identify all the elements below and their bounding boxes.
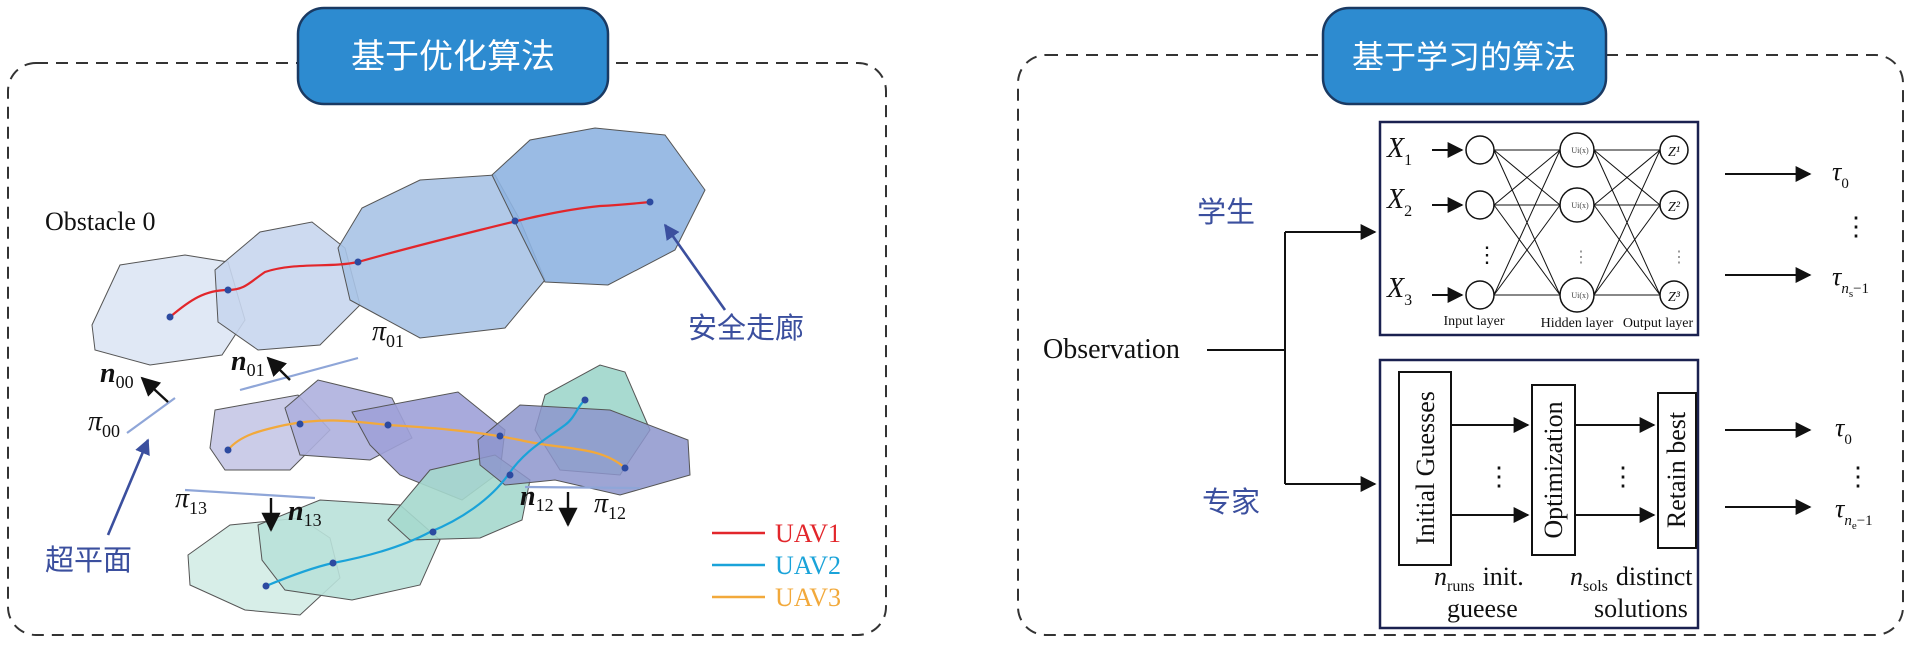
uav3-path — [227, 419, 626, 469]
left-panel-title: 基于优化算法 — [351, 37, 555, 77]
hidden-layer-label: Hidden layer — [1541, 316, 1614, 331]
input-x1-label: X1 — [1386, 133, 1412, 169]
hyperplane-label: 超平面 — [45, 543, 132, 577]
student-network-box — [1378, 120, 1700, 337]
input-node — [1465, 190, 1495, 220]
input-arrows — [1432, 142, 1464, 303]
solutions-label: solutions — [1594, 594, 1688, 623]
observation-branch — [1207, 224, 1377, 492]
student-tau0-label: τ0 — [1832, 157, 1849, 192]
plane-p13-label: π13 — [175, 483, 207, 518]
student-tau-ellipsis: ⋮ — [1843, 212, 1869, 241]
hyperplanes — [126, 356, 641, 500]
input-layer-ellipsis: ⋮ — [1476, 242, 1498, 267]
right-panel-title: 基于学习的算法 — [1352, 38, 1576, 76]
corridor-uav3 — [209, 379, 506, 501]
output-node — [1659, 190, 1689, 220]
initial-guesses-label: Initial Guesses — [1411, 391, 1440, 545]
obstacle-polygon — [214, 221, 361, 351]
legend-uav1-label: UAV1 — [775, 519, 841, 548]
normal-n12-label: n12 — [520, 481, 554, 515]
input-x3-label: X3 — [1386, 273, 1412, 309]
expert-taun-label: τne−1 — [1835, 494, 1873, 532]
normal-arrows — [140, 356, 578, 532]
expert-output-arrows — [1725, 422, 1812, 515]
optimization-label: Optimization — [1539, 401, 1568, 538]
hidden-layer-ellipsis: ⋮ — [1573, 249, 1589, 266]
corridor-label: 安全走廊 — [688, 311, 804, 345]
gueese-label: gueese — [1447, 594, 1518, 623]
hidden-node-label: Ui(x) — [1571, 146, 1589, 155]
normal-n00-label: n00 — [100, 358, 134, 392]
hidden-node — [1559, 132, 1595, 168]
expert-ellipsis-1: ⋮ — [1486, 462, 1512, 491]
observation-label: Observation — [1043, 334, 1180, 365]
plane-p00-label: π00 — [88, 406, 120, 441]
hidden-layer: Ui(x) Ui(x) Ui(x) — [1559, 132, 1595, 313]
normal-n01-label: n01 — [231, 346, 265, 380]
obstacle-label: Obstacle 0 — [45, 207, 155, 236]
output-layer-label: Output layer — [1623, 316, 1694, 331]
retain-best-label: Retain best — [1662, 411, 1691, 528]
output-node — [1659, 135, 1689, 165]
input-layer-label: Input layer — [1443, 314, 1504, 329]
normal-n13-label: n13 — [288, 496, 322, 530]
legend: UAV1 UAV2 UAV3 — [712, 519, 841, 612]
output-node-label: Z¹ — [1668, 145, 1680, 160]
corridor-uav1 — [91, 127, 706, 366]
waypoints — [166, 198, 654, 590]
legend-uav2-label: UAV2 — [775, 551, 841, 580]
hidden-node-label: Ui(x) — [1571, 291, 1589, 300]
input-x2-label: X2 — [1386, 184, 1412, 220]
initial-guesses-block — [1398, 371, 1452, 566]
output-node-label: Z² — [1668, 200, 1681, 215]
hidden-node-label: Ui(x) — [1571, 201, 1589, 210]
optimization-block — [1531, 384, 1576, 556]
legend-uav3-label: UAV3 — [775, 583, 841, 612]
student-output-arrows — [1725, 166, 1812, 283]
output-layer-ellipsis: ⋮ — [1671, 249, 1687, 266]
expert-tau0-label: τ0 — [1835, 413, 1852, 448]
right-panel-title-tab — [1321, 6, 1608, 106]
input-node — [1465, 135, 1495, 165]
hidden-node — [1559, 187, 1595, 223]
expert-ellipsis-2: ⋮ — [1610, 462, 1636, 491]
input-node — [1465, 280, 1495, 310]
input-layer — [1465, 135, 1495, 310]
plane-p01-label: π01 — [372, 316, 404, 351]
retain-best-block — [1657, 392, 1697, 549]
output-node — [1659, 280, 1689, 310]
student-taun-label: τns−1 — [1832, 262, 1869, 300]
expert-inner-arrows — [1451, 417, 1656, 523]
corridor-pointer-arrow — [663, 223, 727, 311]
hyperplane-pointer-arrow — [106, 438, 150, 536]
plane-p12-label: π12 — [594, 488, 626, 523]
student-label: 学生 — [1197, 195, 1255, 229]
expert-label: 专家 — [1202, 485, 1260, 519]
left-panel-title-tab — [296, 6, 610, 106]
hidden-node — [1559, 277, 1595, 313]
expert-tau-ellipsis: ⋮ — [1845, 462, 1871, 491]
output-node-label: Z³ — [1668, 290, 1681, 305]
nn-connections — [1493, 149, 1661, 296]
output-layer — [1659, 135, 1689, 310]
